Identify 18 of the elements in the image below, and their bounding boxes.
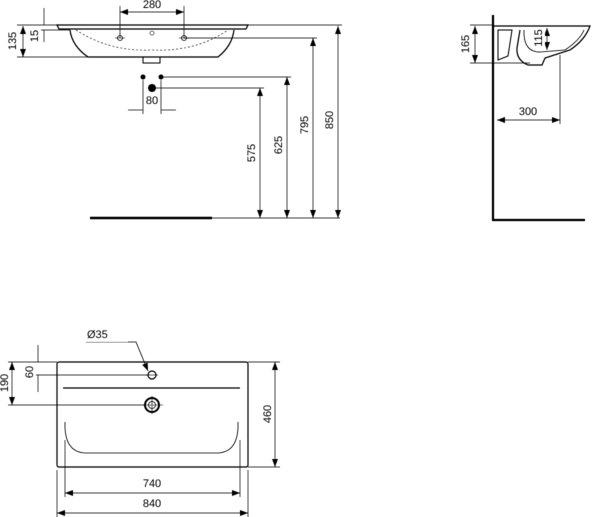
dimension-text: 165: [460, 34, 472, 54]
dimension-text: 795: [299, 114, 311, 136]
dimension-text: 625: [273, 134, 285, 156]
dimension-text: 190: [0, 372, 11, 394]
dimension-text: 840: [142, 498, 162, 510]
dimension-text: 60: [24, 364, 36, 380]
dimension-text: 300: [518, 106, 538, 118]
dimension-text: 80: [144, 95, 160, 107]
dimension-text: 115: [533, 28, 545, 48]
diameter-callout: Ø35: [86, 329, 128, 342]
dimension-text: 280: [142, 0, 162, 11]
dimension-text: 135: [7, 30, 19, 52]
dimension-text: 850: [324, 110, 336, 130]
dimension-text: 575: [246, 142, 258, 164]
dimension-text: 740: [142, 478, 162, 490]
tap-hole: [146, 369, 158, 381]
dimension-text: 460: [262, 404, 274, 424]
dimension-text: 15: [29, 28, 41, 44]
